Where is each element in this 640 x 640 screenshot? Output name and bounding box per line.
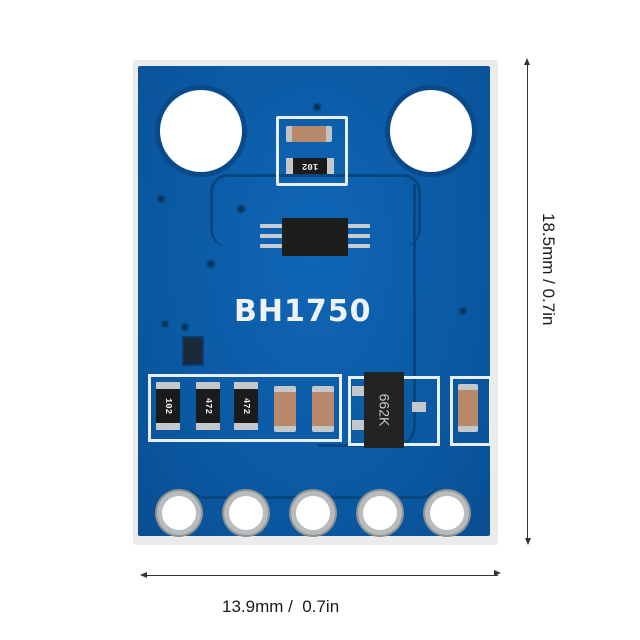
mounting-hole-right (390, 90, 472, 172)
resistor-102: 102 (156, 382, 180, 430)
width-dimension-label: 13.9mm / 0.7in (222, 597, 340, 616)
silkscreen-outline (148, 374, 342, 442)
via (238, 206, 244, 212)
header-pin-2 (229, 496, 263, 530)
chip-pin (348, 234, 370, 238)
resistor-472: 472 (234, 382, 258, 430)
bh1750-sensor-chip (282, 218, 348, 256)
capacitor (458, 384, 478, 432)
via (208, 261, 214, 267)
header-pin-4 (363, 496, 397, 530)
bh1750-module-photo: 102 BH1750 102 472 472 662K (133, 60, 498, 545)
height-dimension-label: 18.5mm / 0.7in (539, 213, 558, 326)
via (460, 308, 466, 314)
height-dimension-line (527, 62, 528, 542)
chip-pin (260, 234, 282, 238)
arrow-right-icon (494, 570, 501, 576)
silkscreen-outline (450, 376, 492, 446)
header-pin-1 (162, 496, 196, 530)
capacitor (274, 386, 296, 432)
chip-pin (260, 224, 282, 228)
arrow-up-icon (524, 58, 530, 65)
capacitor (312, 386, 334, 432)
width-dimension-line (143, 575, 498, 576)
pcb-board: 102 BH1750 102 472 472 662K (138, 66, 492, 536)
transistor-pin (352, 386, 366, 396)
pcb-trace (210, 174, 421, 247)
transistor-pin (412, 402, 426, 412)
chip-pin (348, 224, 370, 228)
header-pin-3 (296, 496, 330, 530)
board-label: BH1750 (234, 294, 372, 329)
silkscreen-outline (276, 116, 348, 186)
via (182, 324, 188, 330)
resistor-472: 472 (196, 382, 220, 430)
via (314, 104, 320, 110)
mounting-hole-left (160, 90, 242, 172)
solder-jumper (182, 336, 204, 366)
chip-pin (348, 244, 370, 248)
resistor-102: 102 (286, 158, 334, 174)
transistor-pin (352, 420, 366, 430)
chip-pin (260, 244, 282, 248)
via (158, 196, 164, 202)
header-pin-5 (430, 496, 464, 530)
arrow-left-icon (140, 572, 147, 578)
arrow-down-icon (525, 538, 531, 545)
transistor-662k: 662K (364, 372, 404, 448)
capacitor (286, 126, 332, 142)
via (162, 321, 168, 327)
